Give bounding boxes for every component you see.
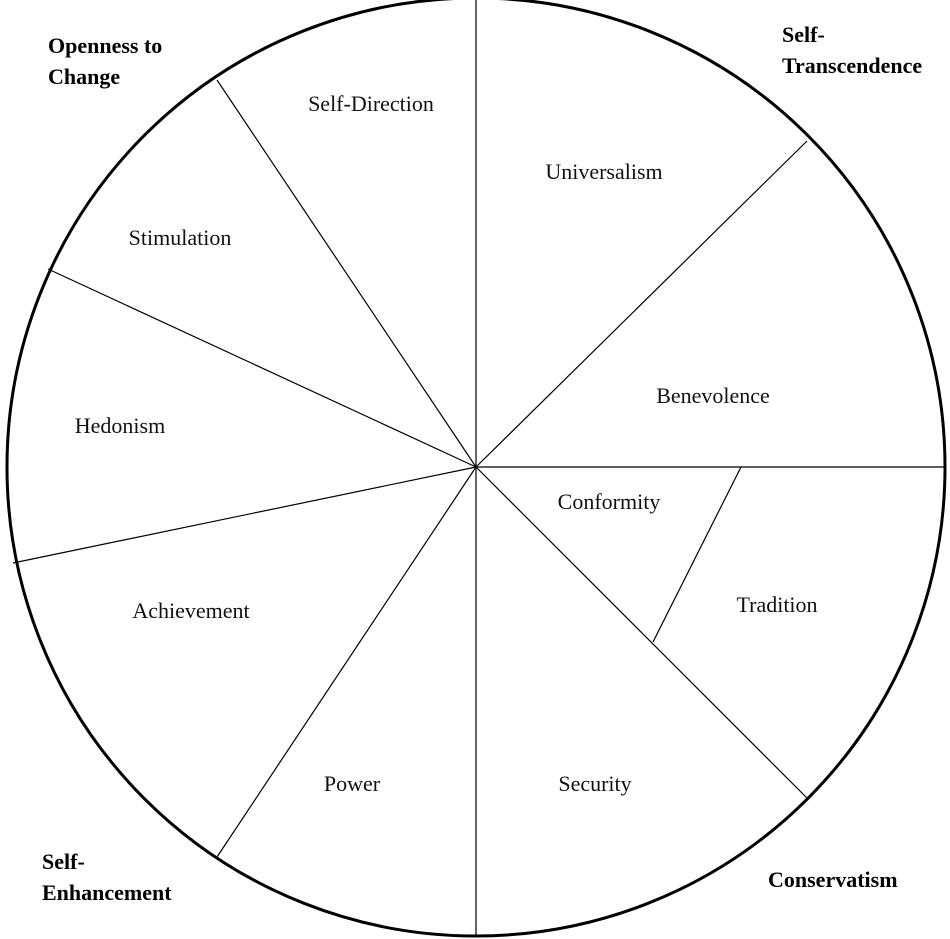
divider-line: [216, 466, 477, 858]
segment-label-self-direction: Self-Direction: [308, 91, 434, 116]
divider-line: [12, 466, 477, 564]
divider-line: [47, 268, 477, 468]
group-label-self-enhancement-line-2: Enhancement: [42, 880, 172, 905]
group-label-self-enhancement-line-1: Self-: [42, 849, 85, 874]
group-label-conservatism: Conservatism: [768, 867, 898, 892]
segment-label-tradition: Tradition: [736, 592, 817, 617]
segment-label-power: Power: [324, 771, 381, 796]
group-label-self-transcendence-line-2: Transcendence: [782, 53, 922, 78]
segment-label-hedonism: Hedonism: [75, 413, 165, 438]
segment-label-universalism: Universalism: [545, 159, 662, 184]
divider-line: [652, 466, 742, 643]
group-label-self-transcendence-line-1: Self-: [782, 22, 825, 47]
divider-lines: [12, 0, 945, 936]
segment-label-security: Security: [558, 771, 631, 796]
segment-label-stimulation: Stimulation: [129, 225, 232, 250]
divider-line: [475, 140, 808, 468]
divider-line: [216, 79, 477, 468]
group-label-openness-line-1: Openness to: [48, 33, 162, 58]
segment-label-conformity: Conformity: [558, 489, 661, 514]
segment-label-benevolence: Benevolence: [656, 383, 770, 408]
group-label-openness-line-2: Change: [48, 64, 120, 89]
segment-label-achievement: Achievement: [132, 598, 249, 623]
divider-line: [475, 466, 808, 799]
